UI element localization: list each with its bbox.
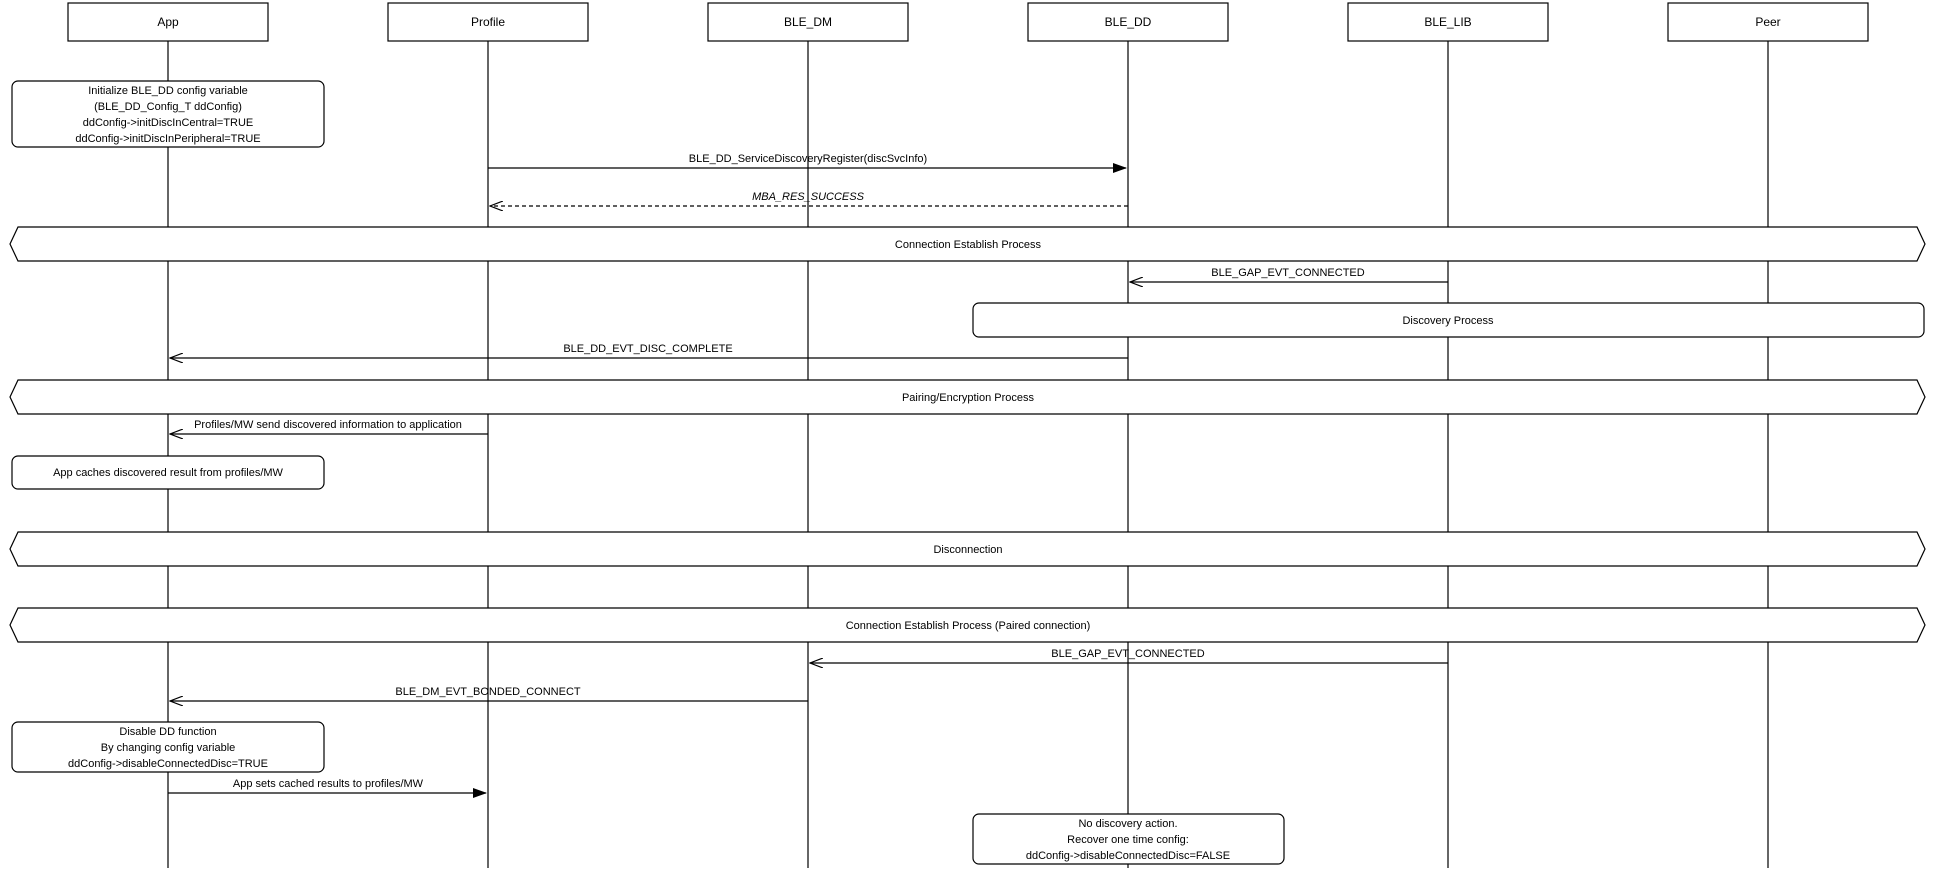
participant-label: BLE_DM — [784, 15, 832, 29]
section-paired-connection: Connection Establish Process (Paired con… — [9, 607, 1926, 643]
note-disable-dd: Disable DD function By changing config v… — [11, 721, 325, 773]
note-app-caches: App caches discovered result from profil… — [11, 455, 325, 490]
note-line: ddConfig->initDiscInCentral=TRUE — [83, 117, 254, 129]
section-label: Disconnection — [933, 544, 1002, 556]
message-dd-disc-complete: BLE_DD_EVT_DISC_COMPLETE — [170, 343, 1128, 358]
message-dm-bonded-connect: BLE_DM_EVT_BONDED_CONNECT — [170, 686, 808, 701]
note-line: Recover one time config: — [1067, 834, 1189, 846]
note-line: Disable DD function — [119, 726, 216, 738]
note-line: ddConfig->initDiscInPeripheral=TRUE — [75, 133, 260, 145]
message-label: BLE_GAP_EVT_CONNECTED — [1211, 267, 1364, 279]
message-label: BLE_DD_ServiceDiscoveryRegister(discSvcI… — [689, 153, 927, 165]
participant-app: App — [67, 2, 269, 42]
message-label: BLE_DD_EVT_DISC_COMPLETE — [563, 343, 732, 355]
message-label: BLE_GAP_EVT_CONNECTED — [1051, 648, 1204, 660]
message-label: MBA_RES_SUCCESS — [752, 191, 865, 203]
participant-ble-dd: BLE_DD — [1027, 2, 1229, 42]
note-line: Discovery Process — [1402, 315, 1494, 327]
note-line: ddConfig->disableConnectedDisc=TRUE — [68, 758, 268, 770]
note-line: By changing config variable — [101, 742, 236, 754]
note-line: ddConfig->disableConnectedDisc=FALSE — [1026, 850, 1230, 862]
note-discovery-process: Discovery Process — [972, 302, 1925, 338]
participant-label: Profile — [471, 15, 505, 29]
section-pairing-encryption: Pairing/Encryption Process — [9, 379, 1926, 415]
participant-label: Peer — [1755, 15, 1780, 29]
note-init-config: Initialize BLE_DD config variable (BLE_D… — [11, 80, 325, 148]
participant-label: App — [157, 15, 179, 29]
section-label: Connection Establish Process — [895, 239, 1042, 251]
section-label: Pairing/Encryption Process — [902, 392, 1035, 404]
message-gap-connected-dm: BLE_GAP_EVT_CONNECTED — [810, 648, 1448, 663]
section-label: Connection Establish Process (Paired con… — [846, 620, 1091, 632]
message-gap-connected-dd: BLE_GAP_EVT_CONNECTED — [1130, 267, 1448, 282]
message-label: Profiles/MW send discovered information … — [194, 419, 462, 431]
message-profiles-send-info: Profiles/MW send discovered information … — [170, 419, 488, 434]
message-label: BLE_DM_EVT_BONDED_CONNECT — [395, 686, 580, 698]
note-line: App caches discovered result from profil… — [53, 467, 283, 479]
participant-label: BLE_DD — [1105, 15, 1152, 29]
note-line: Initialize BLE_DD config variable — [88, 85, 248, 97]
participant-ble-dm: BLE_DM — [707, 2, 909, 42]
message-service-discovery-register: BLE_DD_ServiceDiscoveryRegister(discSvcI… — [488, 153, 1127, 173]
message-return-success: MBA_RES_SUCCESS — [490, 191, 1128, 206]
message-app-sets-cached: App sets cached results to profiles/MW — [168, 778, 487, 798]
participant-ble-lib: BLE_LIB — [1347, 2, 1549, 42]
note-line: (BLE_DD_Config_T ddConfig) — [94, 101, 242, 113]
section-connection-establish: Connection Establish Process — [9, 226, 1926, 262]
note-line: No discovery action. — [1078, 818, 1177, 830]
participant-label: BLE_LIB — [1424, 15, 1471, 29]
section-disconnection: Disconnection — [9, 531, 1926, 567]
participant-profile: Profile — [387, 2, 589, 42]
participant-peer: Peer — [1667, 2, 1869, 42]
message-label: App sets cached results to profiles/MW — [233, 778, 424, 790]
note-no-discovery: No discovery action. Recover one time co… — [972, 813, 1285, 865]
